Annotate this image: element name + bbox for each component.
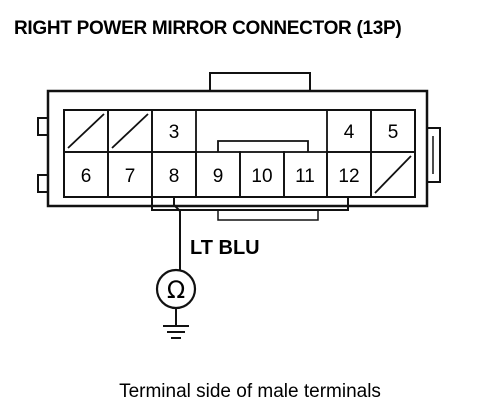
ohmmeter-icon: Ω: [167, 276, 185, 304]
diagram-title: RIGHT POWER MIRROR CONNECTOR (13P): [14, 18, 401, 39]
connector-right-clip: [427, 127, 441, 183]
pin-label-11: 11: [295, 166, 315, 187]
connector-bottom-latch-inner: [217, 210, 319, 221]
connector-top-latch: [209, 72, 311, 92]
diagram-caption: Terminal side of male terminals: [119, 381, 381, 402]
terminal-cell-13-slash: [374, 155, 412, 194]
ground-icon: [163, 325, 189, 339]
pin-label-7: 7: [125, 166, 136, 187]
terminal-row-top: [63, 109, 416, 153]
pin-label-12: 12: [338, 166, 359, 187]
connector-left-clip-bottom: [37, 174, 48, 193]
wire-color-label: LT BLU: [190, 237, 260, 259]
pin-label-5: 5: [388, 122, 399, 143]
probe-wire: [173, 197, 181, 270]
terminal-cell-2-slash: [111, 113, 149, 149]
pin-label-6: 6: [81, 166, 92, 187]
connector-housing: [46, 89, 429, 208]
pin-label-10: 10: [251, 166, 272, 187]
terminal-center-bridge: [217, 140, 309, 152]
terminal-cell-13: [370, 151, 416, 198]
terminal-row-bottom: [63, 151, 416, 198]
terminal-cell-1-slash: [67, 113, 105, 149]
pin-label-4: 4: [344, 122, 355, 143]
connector-left-clip-top: [37, 117, 48, 136]
connector-bottom-latch: [151, 197, 349, 211]
pin-label-3: 3: [169, 122, 180, 143]
pin-label-9: 9: [213, 166, 224, 187]
pin-label-8: 8: [169, 166, 180, 187]
